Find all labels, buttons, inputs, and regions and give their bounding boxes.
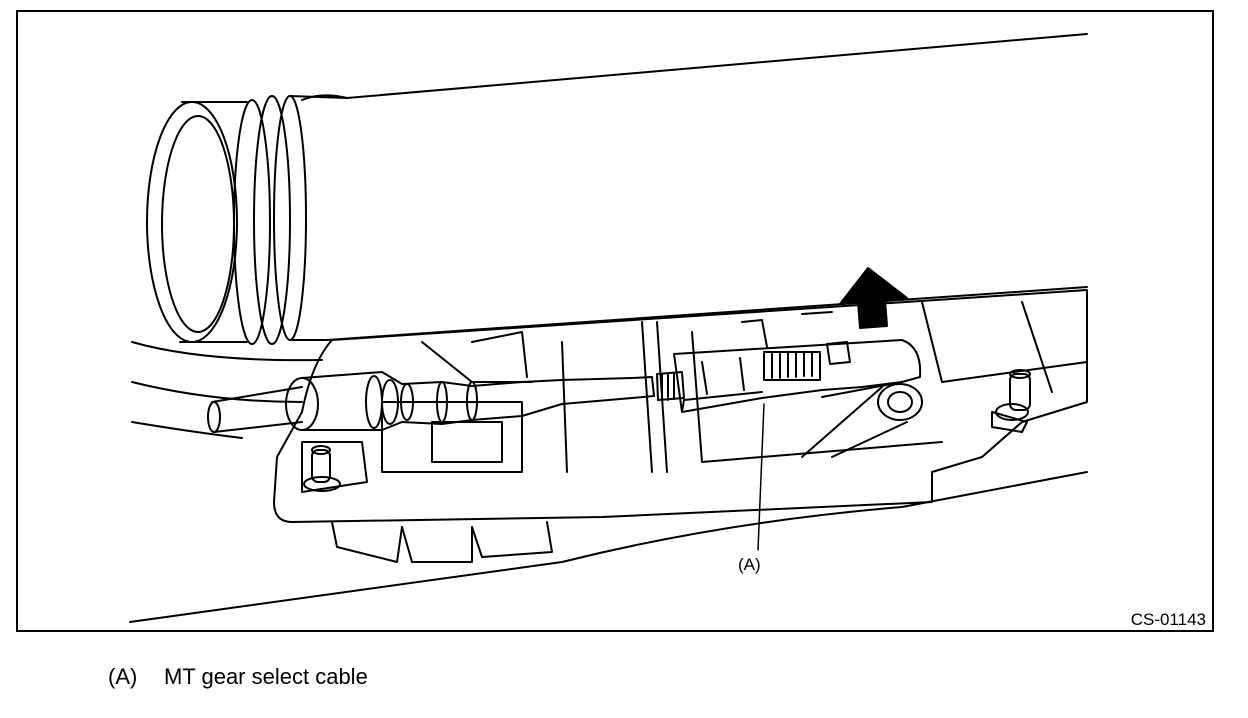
legend-text: MT gear select cable (164, 664, 368, 689)
callout-leader-line (757, 403, 765, 551)
legend-key: (A) (108, 664, 138, 689)
callout-label: (A) (738, 555, 761, 574)
figure-frame: (A) CS-01143 (16, 10, 1214, 632)
floor-panel (129, 341, 1088, 623)
gear-select-cable-illustration (129, 33, 1088, 623)
base-plate (273, 289, 1088, 563)
cable-end-clip (673, 311, 923, 458)
direction-arrow (839, 267, 908, 329)
mounting-stud (303, 369, 1031, 492)
legend: (A) MT gear select cable (108, 664, 368, 690)
gear-select-cable (207, 371, 685, 433)
figure-code: CS-01143 (1130, 610, 1206, 629)
air-tube (146, 33, 1088, 345)
